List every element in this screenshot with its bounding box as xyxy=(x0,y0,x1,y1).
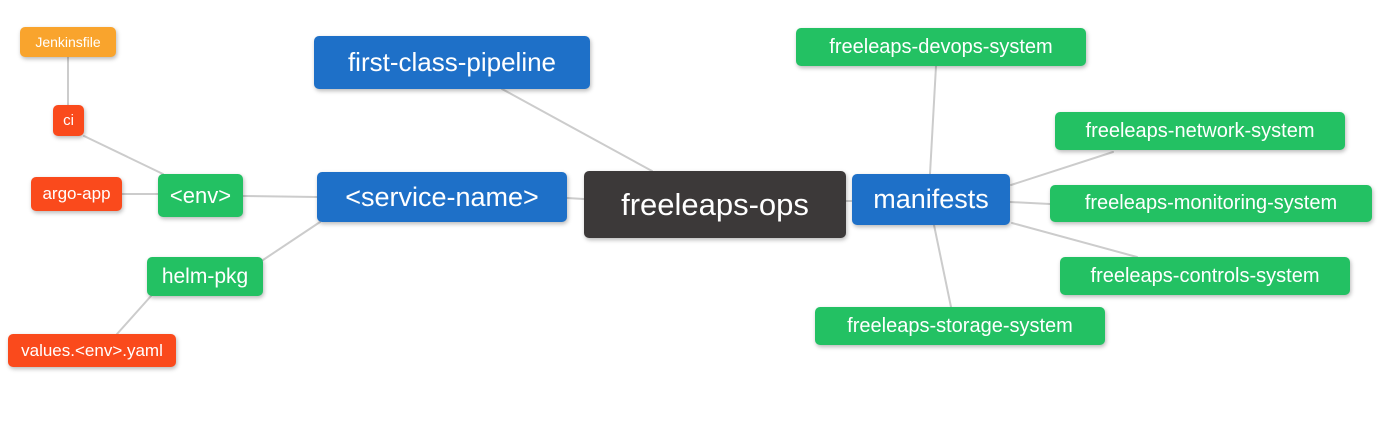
node-service-name[interactable]: <service-name> xyxy=(317,172,567,222)
edge-manifests-storage xyxy=(933,224,952,308)
node-storage-system[interactable]: freeleaps-storage-system xyxy=(815,307,1105,345)
node-devops-system[interactable]: freeleaps-devops-system xyxy=(796,28,1086,66)
node-freeleaps-ops-root[interactable]: freeleaps-ops xyxy=(584,171,846,238)
edge-manifests-network xyxy=(1010,151,1114,186)
edge-service-name-root xyxy=(566,197,585,200)
node-helm-pkg[interactable]: helm-pkg xyxy=(147,257,263,296)
edge-ci-env xyxy=(83,135,164,175)
node-network-system[interactable]: freeleaps-network-system xyxy=(1055,112,1345,150)
node-monitoring-system[interactable]: freeleaps-monitoring-system xyxy=(1050,185,1372,222)
edge-env-service-name xyxy=(242,195,318,198)
node-first-class-pipeline[interactable]: first-class-pipeline xyxy=(314,36,590,89)
node-values-env-yaml[interactable]: values.<env>.yaml xyxy=(8,334,176,367)
edge-manifests-devops xyxy=(929,65,937,175)
node-jenkinsfile[interactable]: Jenkinsfile xyxy=(20,27,116,57)
edge-service-name-helm-pkg xyxy=(262,221,321,261)
edge-manifests-controls xyxy=(1011,222,1138,258)
node-argo-app[interactable]: argo-app xyxy=(31,177,122,211)
edge-manifests-monitoring xyxy=(1009,201,1051,205)
node-ci[interactable]: ci xyxy=(53,105,84,136)
edge-helm-pkg-values xyxy=(116,295,152,335)
node-env[interactable]: <env> xyxy=(158,174,243,217)
edge-pipeline-root xyxy=(501,88,653,172)
node-manifests[interactable]: manifests xyxy=(852,174,1010,225)
node-controls-system[interactable]: freeleaps-controls-system xyxy=(1060,257,1350,295)
